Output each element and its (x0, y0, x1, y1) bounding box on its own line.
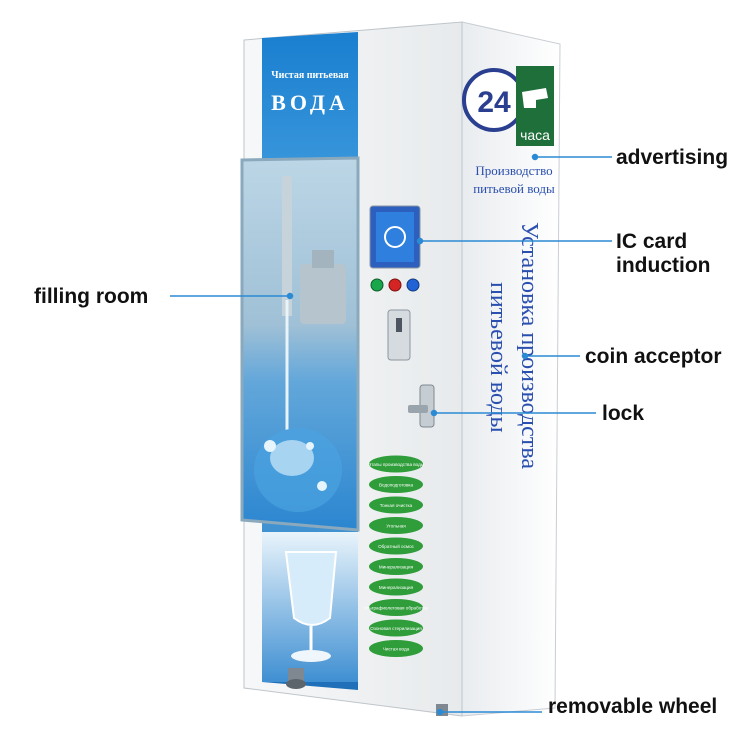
process-step-leaf (369, 537, 423, 555)
side-subtitle-line1: Производство (475, 163, 552, 178)
callout-ic-card-line1: IC card (616, 230, 688, 253)
door-lock[interactable] (408, 384, 435, 428)
blue-button[interactable] (406, 278, 420, 292)
callout-coin-acceptor: coin acceptor (585, 345, 722, 368)
callout-removable-wheel: removable wheel (548, 695, 718, 718)
top-banner-line2: ВОДА (271, 90, 349, 115)
control-buttons[interactable] (370, 278, 420, 292)
24-hours-badge: 24 часа (462, 66, 554, 146)
pointing-hand-icon (522, 88, 548, 108)
process-step-label: Этапы производства воды (368, 462, 424, 467)
process-step-leaf (369, 455, 423, 473)
callout-ic-card-line2: induction (616, 254, 711, 277)
process-step-leaf (369, 476, 423, 493)
process-step-label: Тонкая очистка (380, 503, 413, 508)
green-button[interactable] (370, 278, 384, 292)
water-splash-graphic (254, 428, 342, 512)
process-step-leaf (369, 496, 423, 514)
side-vertical-title: Установка производства питьевой воды (485, 222, 542, 469)
process-step-label: Озоновая стерилизация (370, 626, 422, 631)
process-step-leaf (369, 558, 423, 575)
process-step-label: Минерализация (379, 565, 414, 570)
process-step-leaf (369, 640, 423, 657)
process-steps-panel: Этапы производства водыВодоподготовкаТон… (364, 455, 428, 657)
process-step-leaf (369, 619, 423, 637)
callout-lock: lock (602, 402, 645, 425)
side-vertical-line2: питьевой воды (485, 282, 511, 433)
ic-card-reader[interactable] (369, 205, 421, 269)
callout-filling-room: filling room (34, 285, 149, 308)
badge-word: часа (520, 127, 550, 143)
process-step-label: Угольная (386, 524, 406, 529)
water-glass-graphic (262, 532, 358, 682)
process-step-label: Обратный осмос (378, 543, 415, 549)
side-subtitle-line2: питьевой воды (473, 181, 555, 196)
process-step-leaf (369, 517, 423, 534)
process-step-leaf (369, 599, 423, 616)
side-vertical-line1: Установка производства (516, 222, 542, 469)
top-banner: Чистая питьевая ВОДА (271, 70, 349, 115)
process-step-label: Ультрафиолетовая обработка (364, 606, 428, 611)
callout-advertising: advertising (616, 146, 729, 169)
side-subtitle: Производство питьевой воды (473, 163, 555, 196)
process-step-label: Водоподготовка (379, 483, 414, 488)
coin-acceptor-slot[interactable] (387, 309, 411, 361)
callout-ic-card: IC card induction (616, 230, 710, 278)
top-banner-line1: Чистая питьевая (271, 70, 349, 81)
removable-wheels (286, 668, 448, 716)
badge-number: 24 (477, 86, 511, 119)
process-step-leaf (369, 578, 423, 596)
process-step-label: Чистая вода (383, 647, 410, 652)
red-button[interactable] (388, 278, 402, 292)
process-step-label: Минерализация (379, 585, 414, 590)
callout-lines (170, 153, 612, 716)
